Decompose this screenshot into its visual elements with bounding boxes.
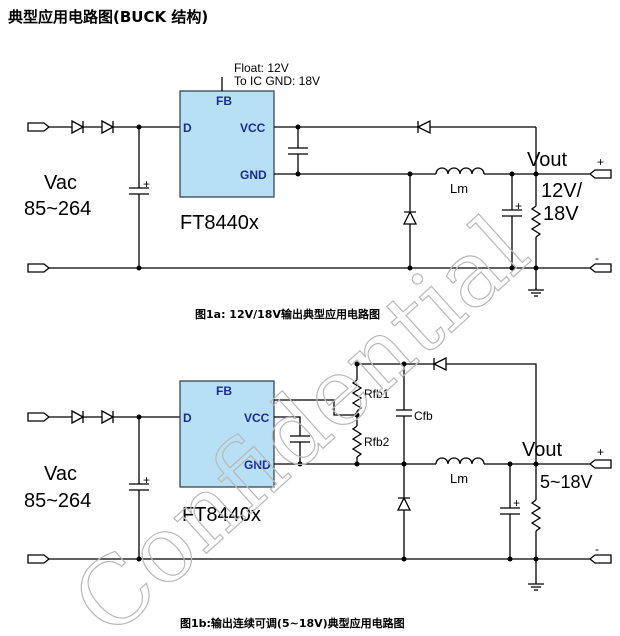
input-terminal-top	[27, 412, 51, 422]
inductor-label: Lm	[450, 181, 468, 196]
input-cap-plus: +	[143, 473, 150, 487]
freewheel-diode	[402, 210, 418, 225]
pin-gnd-label: GND	[240, 168, 267, 182]
cfb-label: Cfb	[414, 409, 433, 423]
output-label: Vout	[527, 149, 567, 171]
load-resistor	[530, 205, 542, 238]
confidential-watermark: Confidential	[53, 196, 548, 636]
freewheel-diode	[396, 496, 412, 511]
pin-fb-label: FB	[216, 384, 232, 398]
input-diode-1	[71, 409, 85, 425]
chip-body	[179, 380, 275, 488]
vcc-capacitor	[288, 147, 308, 155]
output-label: Vout	[522, 439, 562, 461]
output-plus: +	[597, 445, 604, 459]
page-title: 典型应用电路图(BUCK 结构)	[8, 8, 209, 26]
circuit-b: + - FB D VCC GND FT8440x Vac 85~264 Rfb1	[24, 356, 612, 630]
cfb-capacitor	[396, 409, 412, 417]
inductor-label: Lm	[450, 471, 468, 486]
circuit-a: + - FB D VCC GND FT8440x Float: 12V To I…	[24, 61, 612, 321]
input-label: Vac	[44, 463, 77, 485]
pin-gnd-label: GND	[244, 458, 271, 472]
pin-vcc-label: VCC	[240, 121, 266, 135]
output-terminal-top	[588, 459, 612, 469]
fb-note-line1: Float: 12V	[234, 61, 289, 75]
rfb1-label: Rfb1	[364, 387, 390, 401]
input-terminal-bottom	[27, 263, 51, 273]
caption-b: 图1b:输出连续可调(5~18V)典型应用电路图	[180, 616, 405, 630]
fb-note-line2: To IC GND: 18V	[234, 74, 320, 88]
chip-name: FT8440x	[182, 504, 261, 526]
pin-d-label: D	[183, 411, 192, 425]
output-terminal-bottom	[588, 263, 612, 273]
ground-symbol	[528, 289, 544, 297]
feedback-diode	[416, 119, 431, 135]
output-terminal-top	[588, 169, 612, 179]
chip-body	[179, 90, 275, 198]
input-label: Vac	[44, 172, 77, 194]
output-value-line1: 12V/	[541, 180, 583, 202]
output-value: 5~18V	[540, 472, 593, 492]
ground-symbol	[528, 583, 544, 591]
output-value-line2: 18V	[543, 203, 579, 225]
caption-a: 图1a: 12V/18V输出典型应用电路图	[195, 307, 380, 321]
output-terminal-bottom	[588, 554, 612, 564]
input-diode-2	[101, 409, 115, 425]
rfb2-resistor	[351, 425, 363, 458]
input-range: 85~264	[24, 490, 91, 512]
input-diode-1	[71, 119, 85, 135]
input-terminal-bottom	[27, 554, 51, 564]
input-cap-plus: +	[143, 177, 150, 191]
inductor	[435, 457, 485, 465]
output-minus: -	[595, 542, 599, 556]
output-minus: -	[595, 251, 599, 265]
rfb1-resistor	[351, 379, 363, 412]
input-range: 85~264	[24, 198, 91, 220]
rfb2-label: Rfb2	[364, 435, 390, 449]
pin-fb-label: FB	[216, 94, 232, 108]
chip-name: FT8440x	[180, 212, 259, 234]
load-resistor	[530, 499, 542, 532]
output-plus: +	[597, 155, 604, 169]
inductor	[435, 167, 485, 175]
pin-d-label: D	[183, 121, 192, 135]
input-terminal-top	[27, 122, 51, 132]
pin-vcc-label: VCC	[244, 411, 270, 425]
input-diode-2	[101, 119, 115, 135]
output-cap-plus: +	[513, 496, 520, 510]
output-cap-plus: +	[515, 199, 522, 213]
